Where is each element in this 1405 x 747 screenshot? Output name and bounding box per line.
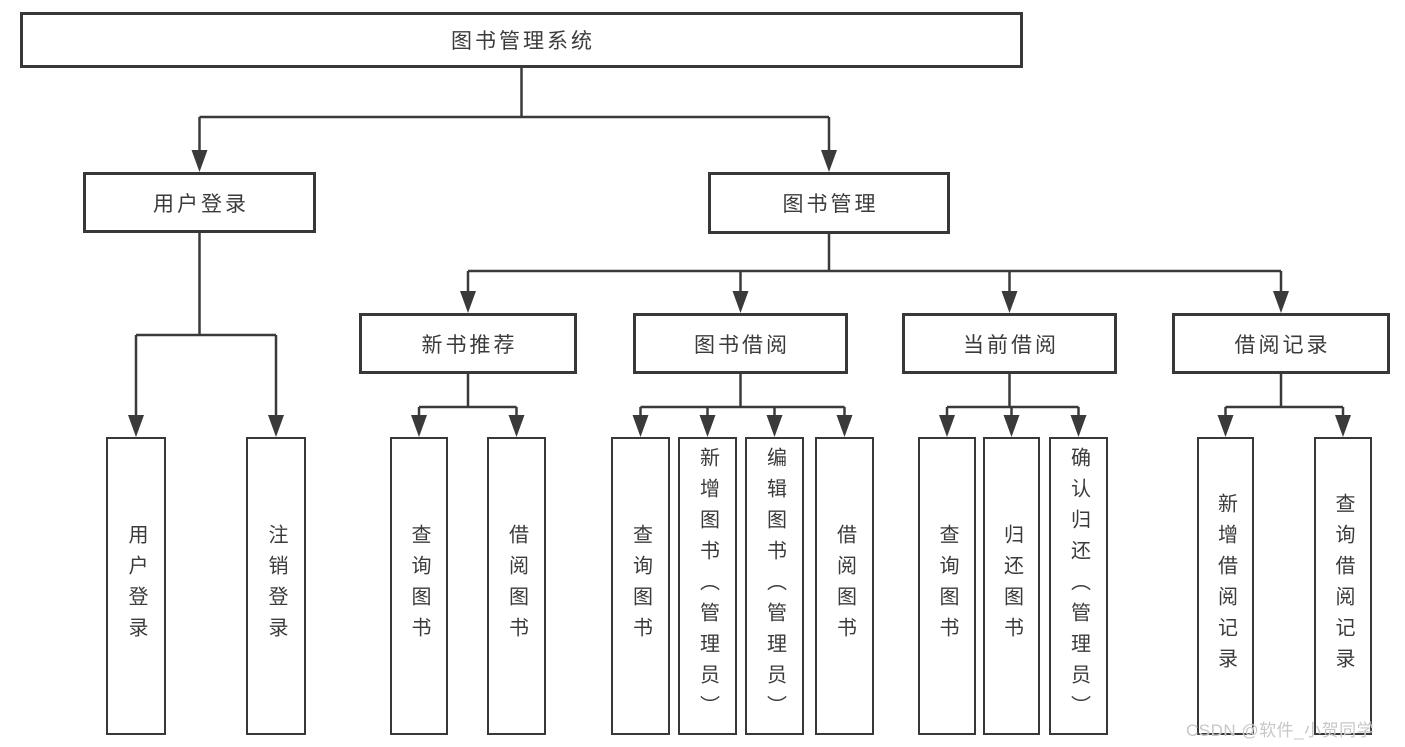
node-new-book-rec: 新书推荐 [359, 313, 577, 374]
csdn-watermark: CSDN @软件_小贺同学 [1186, 721, 1375, 740]
node-leaf-query-rec: 查询借阅记录 [1314, 437, 1372, 735]
node-label-leaf-add-book: 新增图书（管理员） [696, 446, 719, 726]
arrowhead-icon [836, 415, 853, 437]
node-leaf-borrow-2: 借阅图书 [815, 437, 874, 735]
arrowhead-icon [268, 415, 284, 437]
arrowhead-icon [1273, 291, 1289, 313]
node-label-book-borrow: 图书借阅 [694, 333, 790, 357]
node-current-borrow: 当前借阅 [902, 313, 1117, 374]
arrowhead-icon [632, 415, 649, 437]
node-label-user-login: 用户登录 [153, 192, 249, 216]
node-label-leaf-borrow-2: 借阅图书 [833, 524, 856, 648]
node-book-borrow: 图书借阅 [633, 313, 848, 374]
node-book-mgmt: 图书管理 [708, 172, 950, 234]
node-label-book-mgmt: 图书管理 [782, 193, 879, 216]
node-leaf-borrow-1: 借阅图书 [487, 437, 546, 735]
arrowhead-icon [732, 291, 749, 313]
node-label-leaf-edit-book: 编辑图书（管理员） [763, 446, 786, 726]
arrowhead-icon [766, 415, 783, 437]
arrowhead-icon [821, 150, 837, 172]
node-borrow-records: 借阅记录 [1172, 313, 1390, 374]
node-leaf-query-3: 查询图书 [918, 437, 976, 735]
node-label-leaf-user-login: 用户登录 [125, 524, 147, 648]
arrowhead-icon [460, 291, 476, 313]
arrowhead-icon [699, 415, 716, 437]
arrowhead-icon [1335, 415, 1351, 437]
node-label-root: 图书管理系统 [451, 30, 595, 53]
node-leaf-logout: 注销登录 [246, 437, 306, 735]
node-label-leaf-confirm: 确认归还（管理员） [1067, 446, 1090, 726]
node-leaf-query-2: 查询图书 [611, 437, 670, 735]
node-label-leaf-add-rec: 新增借阅记录 [1214, 493, 1237, 679]
node-leaf-confirm: 确认归还（管理员） [1049, 437, 1108, 735]
node-label-borrow-records: 借阅记录 [1234, 333, 1331, 357]
arrowhead-icon [411, 415, 427, 437]
node-label-current-borrow: 当前借阅 [963, 333, 1059, 357]
node-leaf-return: 归还图书 [983, 437, 1040, 735]
arrowhead-icon [1003, 415, 1020, 437]
node-label-leaf-return: 归还图书 [1000, 524, 1023, 648]
node-leaf-query-1: 查询图书 [390, 437, 448, 735]
node-label-leaf-query-3: 查询图书 [936, 524, 958, 648]
arrowhead-icon [191, 150, 208, 172]
node-label-leaf-borrow-1: 借阅图书 [505, 524, 528, 648]
node-label-new-book-rec: 新书推荐 [421, 333, 518, 357]
arrowhead-icon [1070, 415, 1087, 437]
arrowhead-icon [1217, 415, 1234, 437]
node-label-leaf-query-rec: 查询借阅记录 [1332, 493, 1354, 679]
node-leaf-user-login: 用户登录 [106, 437, 166, 735]
arrowhead-icon [939, 415, 955, 437]
node-leaf-edit-book: 编辑图书（管理员） [745, 437, 804, 735]
node-root: 图书管理系统 [20, 12, 1023, 68]
arrowhead-icon [508, 415, 525, 437]
arrowhead-icon [128, 415, 144, 437]
node-user-login: 用户登录 [83, 172, 316, 233]
node-label-leaf-query-2: 查询图书 [629, 524, 652, 648]
arrowhead-icon [1001, 291, 1018, 313]
node-label-leaf-logout: 注销登录 [265, 524, 287, 648]
node-leaf-add-rec: 新增借阅记录 [1197, 437, 1254, 735]
node-label-leaf-query-1: 查询图书 [408, 524, 430, 648]
node-leaf-add-book: 新增图书（管理员） [678, 437, 737, 735]
